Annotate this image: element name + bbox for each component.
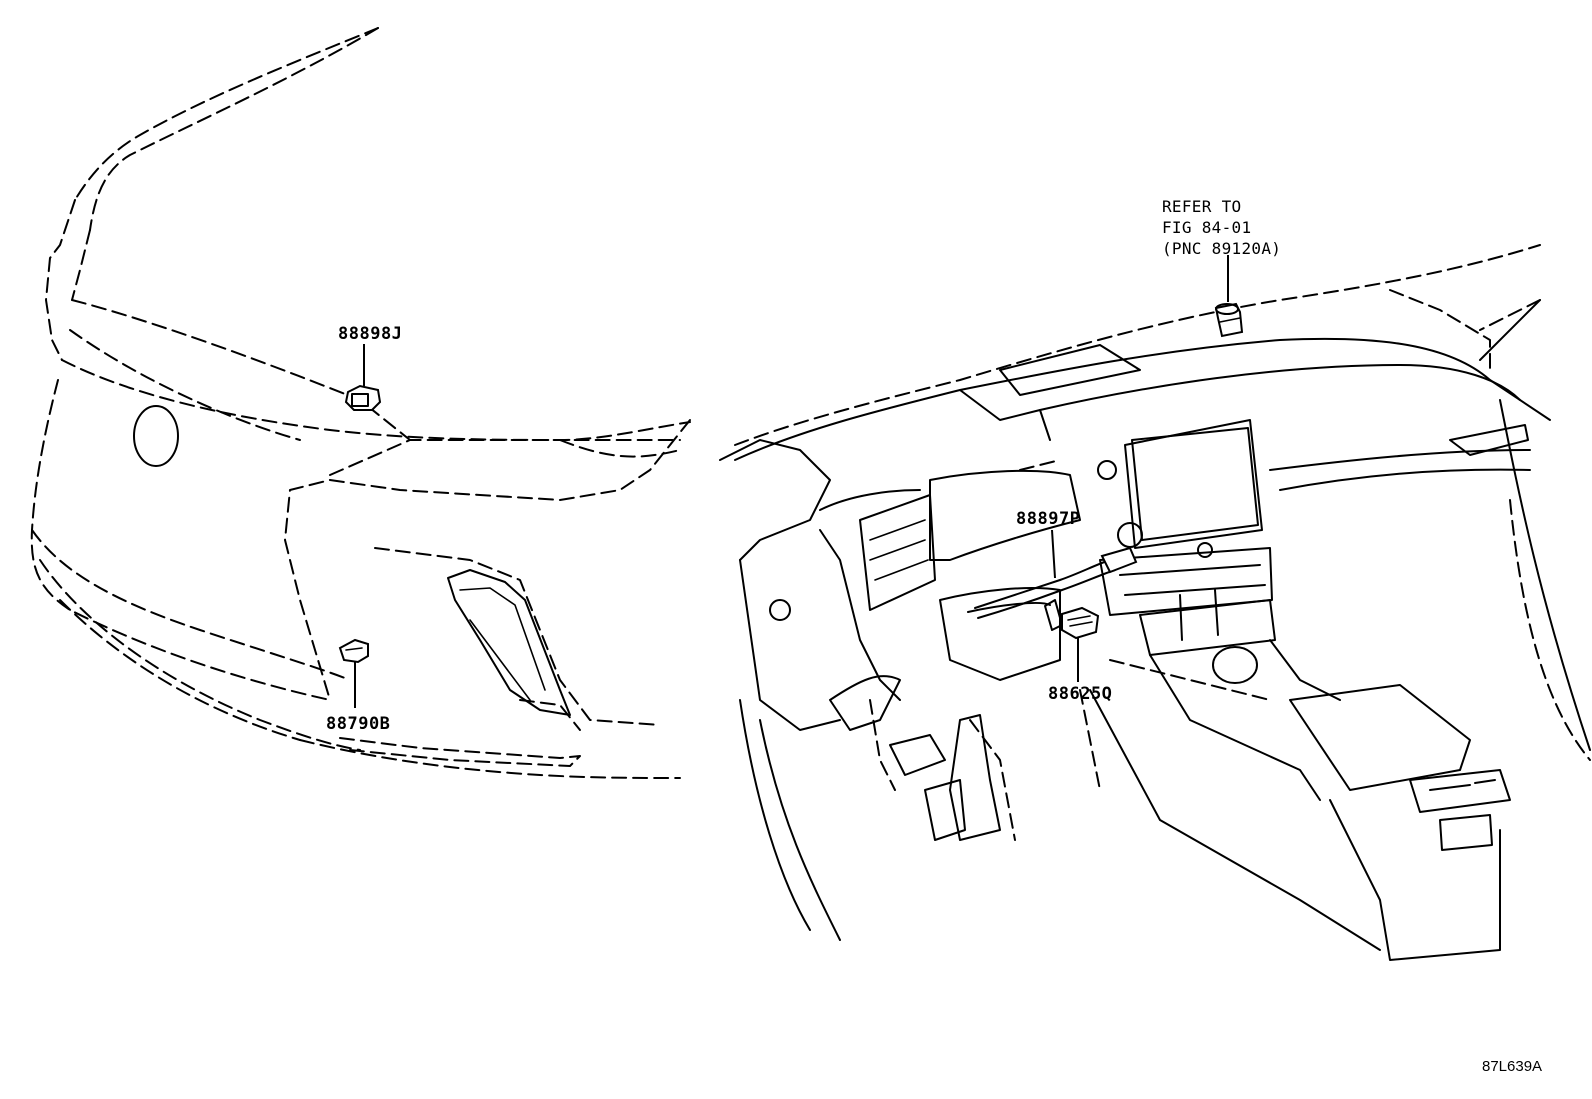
part-number-88897p[interactable]: 88897P: [1016, 509, 1081, 529]
reference-note: REFER TO FIG 84-01 (PNC 89120A): [1162, 196, 1281, 259]
reference-sensor-drawing: [1214, 255, 1244, 338]
part-88625q-drawing: [1061, 606, 1100, 682]
part-number-88790b[interactable]: 88790B: [326, 714, 391, 734]
connector-icon: [1061, 606, 1100, 640]
reference-note-line: (PNC 89120A): [1162, 239, 1282, 258]
figure-code: 87L639A: [1482, 1058, 1543, 1075]
part-number-88625q[interactable]: 88625Q: [1048, 684, 1113, 704]
reference-note-line: REFER TO: [1162, 197, 1242, 216]
front-bumper-drawing: [30, 27, 691, 779]
part-88790b-drawing: [338, 638, 369, 708]
reference-note-line: FIG 84-01: [1162, 218, 1252, 237]
part-88897p-drawing: [974, 529, 1138, 631]
part-number-88898j[interactable]: 88898J: [338, 324, 403, 344]
sensor-bracket-icon: [344, 384, 382, 411]
wire-harness-icon: [974, 559, 1111, 609]
radar-sensor-icon: [338, 638, 369, 664]
part-88898j-drawing: [344, 344, 382, 411]
dashboard-drawing: [719, 244, 1591, 961]
